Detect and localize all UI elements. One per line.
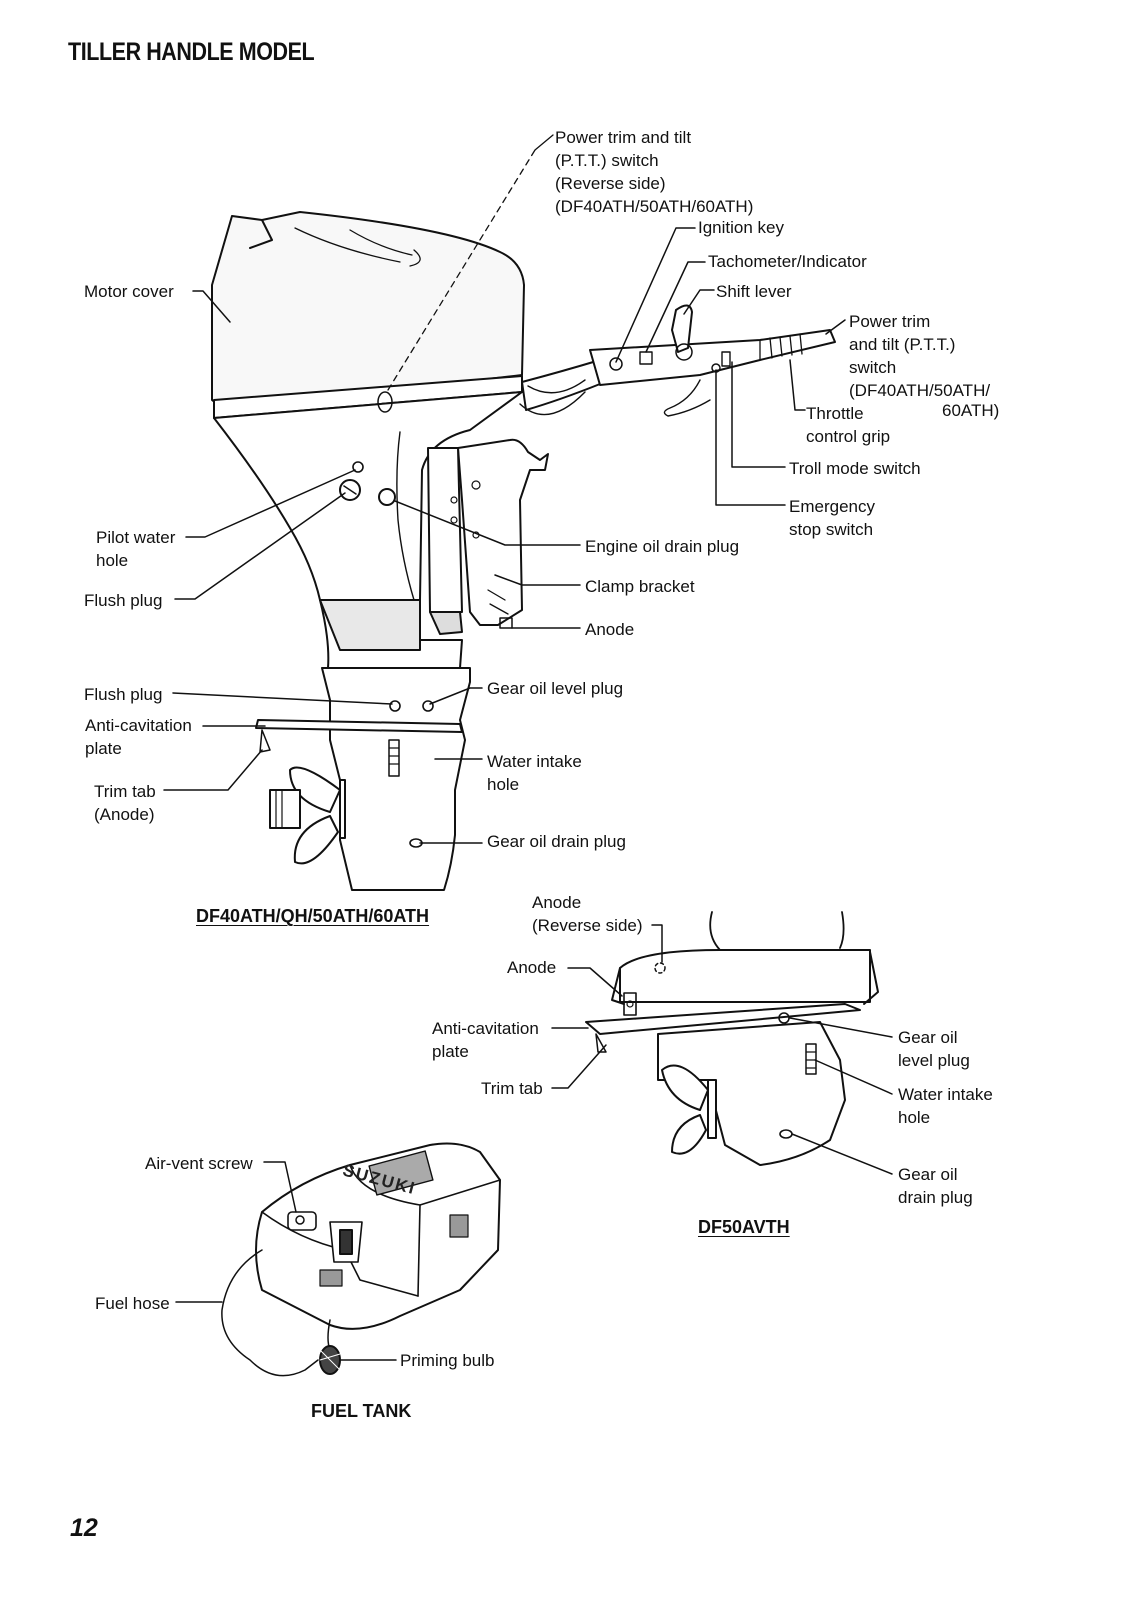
main-outboard-drawing: [211, 134, 836, 891]
label-emergency-stop: Emergency stop switch: [789, 497, 875, 539]
caption-fuel-tank: FUEL TANK: [311, 1401, 412, 1421]
caption-vt-model: DF50AVTH: [698, 1217, 790, 1237]
page-number: 12: [70, 1514, 98, 1542]
label-gear-oil-level-1: Gear oil level plug: [487, 679, 624, 698]
label-anode-reverse: Anode (Reverse side): [532, 893, 643, 935]
water-intake-main: [388, 739, 400, 777]
label-trim-tab-2: Trim tab: [481, 1079, 543, 1098]
shift-lever: [671, 304, 693, 353]
label-flush-plug-2: Flush plug: [84, 685, 163, 704]
label-gear-oil-drain-2: Gear oil drain plug: [898, 1165, 973, 1207]
label-ptt-switch-end: 60ATH): [942, 401, 1000, 420]
label-gear-oil-level-2: Gear oil level plug: [898, 1028, 970, 1070]
label-anode-2: Anode: [507, 958, 557, 977]
label-fuel-hose: Fuel hose: [95, 1294, 170, 1313]
label-shift-lever: Shift lever: [716, 282, 792, 301]
label-tachometer: Tachometer/Indicator: [708, 252, 867, 271]
label-clamp-bracket: Clamp bracket: [585, 577, 695, 596]
page-title: TILLER HANDLE MODEL: [68, 38, 315, 66]
label-anode-1: Anode: [585, 620, 635, 639]
label-flush-plug-1: Flush plug: [84, 591, 163, 610]
propeller-main: [339, 779, 346, 839]
label-air-vent: Air-vent screw: [145, 1154, 253, 1173]
tiller-handle: [589, 329, 836, 386]
fuel-hose: [221, 1249, 319, 1377]
label-anti-cav-1: Anti-cavitation plate: [85, 716, 192, 758]
lower-cowling: [213, 391, 523, 601]
label-pilot-water: Pilot water hole: [96, 528, 176, 570]
label-water-intake-2: Water intake hole: [898, 1085, 993, 1127]
label-throttle-grip: Throttle control grip: [806, 404, 891, 446]
label-engine-oil-drain: Engine oil drain plug: [585, 537, 740, 556]
clamp-bracket: [457, 438, 549, 626]
pilot-water-hole: [352, 461, 364, 473]
label-ignition-key: Ignition key: [698, 218, 784, 237]
flush-plug-upper: [339, 479, 361, 501]
label-motor-cover: Motor cover: [84, 282, 174, 301]
fuel-tank-drawing: SUZUKI: [221, 1142, 501, 1377]
label-anti-cav-2: Anti-cavitation plate: [432, 1019, 539, 1061]
label-water-intake-1: Water intake hole: [487, 752, 582, 794]
propeller-vt: [661, 1064, 709, 1111]
leader-lines: [163, 227, 893, 1361]
label-ptt-reverse: Power trim and tilt (P.T.T.) switch (Rev…: [555, 128, 754, 216]
air-vent-screw: [287, 1211, 317, 1231]
label-ptt-switch: Power trim and tilt (P.T.T.) switch (DF4…: [849, 312, 991, 400]
label-gear-oil-drain-1: Gear oil drain plug: [487, 832, 626, 851]
vt-lower-unit-drawing: [585, 911, 879, 1166]
caption-main-model: DF40ATH/QH/50ATH/60ATH: [196, 906, 430, 926]
engine-oil-drain-plug: [378, 488, 396, 506]
label-priming-bulb: Priming bulb: [400, 1351, 495, 1370]
label-troll-mode: Troll mode switch: [789, 459, 921, 478]
ignition-key: [609, 357, 623, 371]
anti-cavitation-plate-vt: [585, 1003, 861, 1035]
gearcase-vt: [657, 1021, 846, 1166]
label-trim-tab-anode: Trim tab (Anode): [94, 782, 156, 824]
anode-vt: [623, 992, 637, 1016]
water-intake-vt: [805, 1043, 817, 1075]
anode-clamp: [499, 617, 513, 629]
